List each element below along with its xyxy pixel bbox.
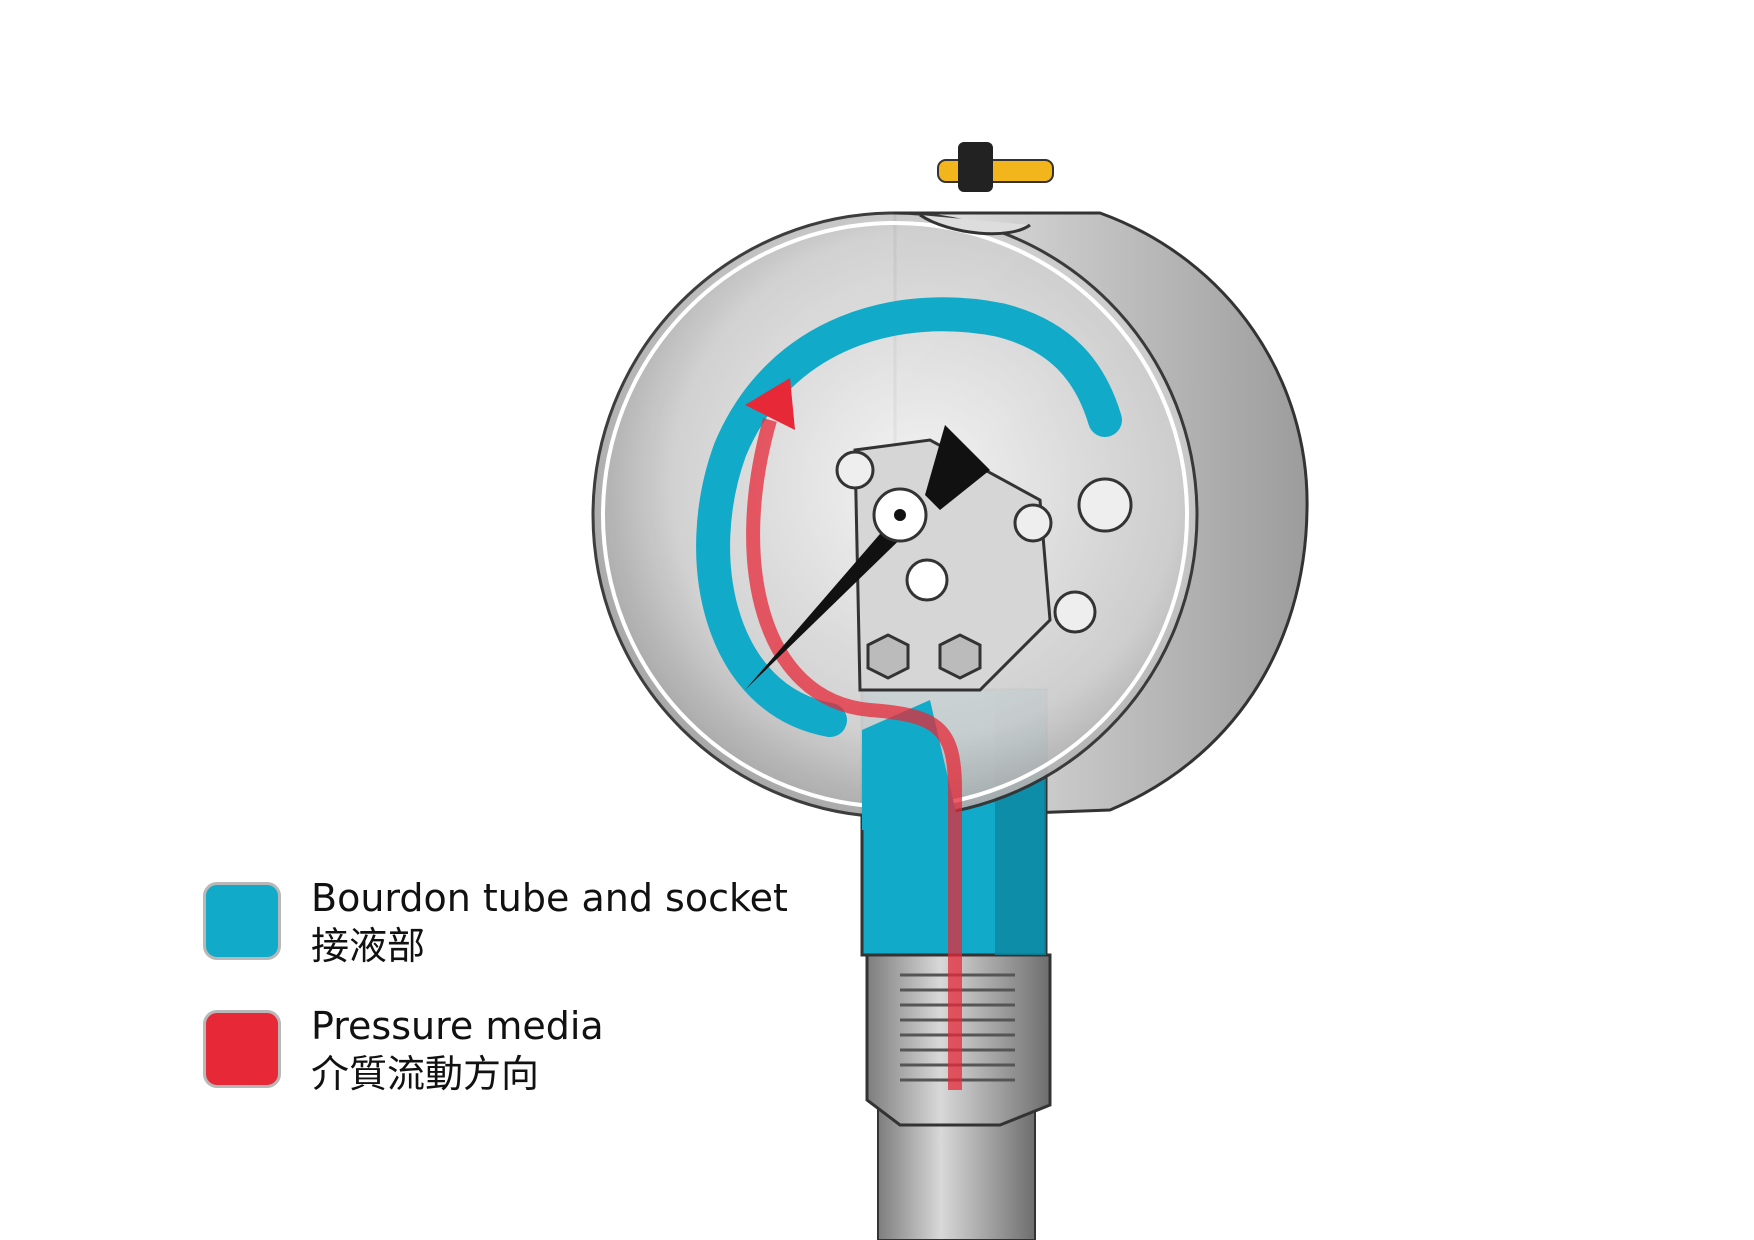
legend-item-pressure-media: Pressure media 介質流動方向 [203,1004,604,1098]
legend-label-zh: 接液部 [311,924,426,968]
pressure-media-path [746,418,962,1090]
bourdon-tube [696,297,1122,737]
pointer-sector [925,425,990,510]
pointer-needle [745,505,920,690]
legend-label-en: Bourdon tube and socket [311,876,788,920]
legend-label-zh: 介質流動方向 [311,1052,540,1096]
process-pipe [877,1109,1036,1240]
media-arrow-head [745,378,795,430]
legend-label-en: Pressure media [311,1004,604,1048]
legend-swatch-blue [203,882,281,960]
legend-swatch-red [203,1010,281,1088]
vent-valve [937,159,1054,183]
legend-item-bourdon-tube: Bourdon tube and socket 接液部 [203,876,788,970]
